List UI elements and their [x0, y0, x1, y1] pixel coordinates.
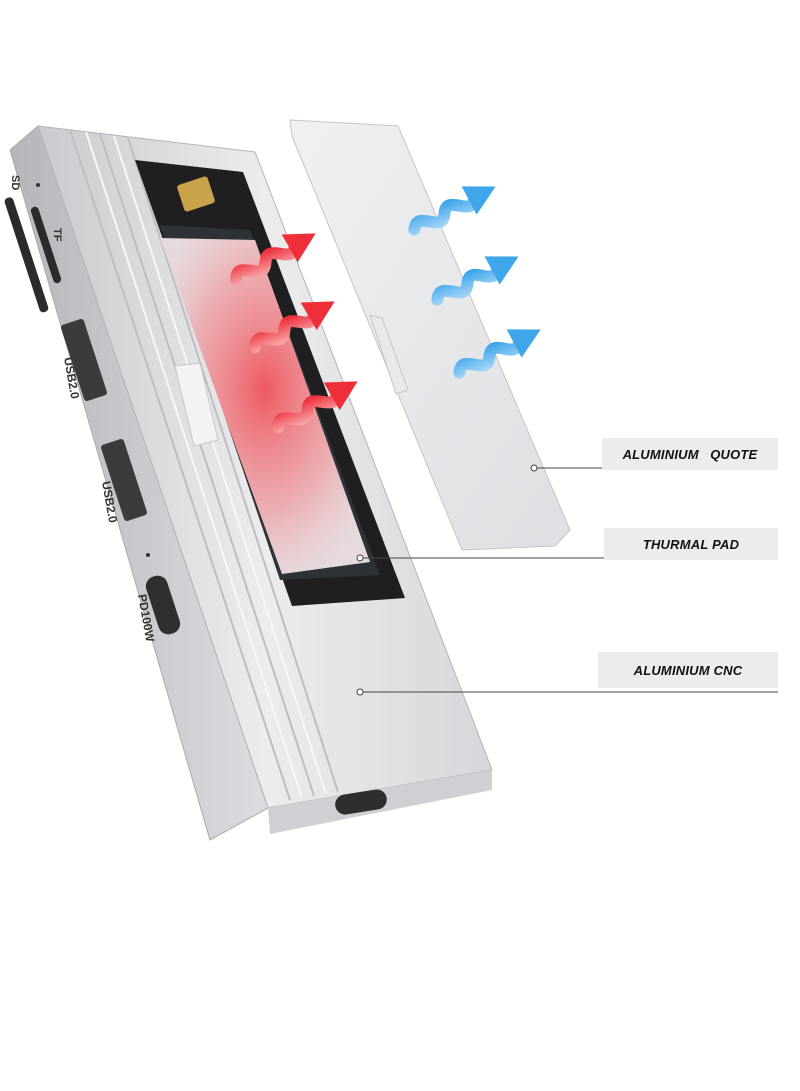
tf-slot [30, 206, 62, 284]
usb-port-top [61, 319, 107, 401]
usb-c-port [145, 575, 181, 635]
heat-arrow-icon [272, 381, 358, 434]
cooling-arrow-icon [408, 186, 496, 236]
usb-c-front-port [335, 789, 387, 815]
sd-slot [4, 197, 49, 313]
cooling-arrow-icon [431, 256, 519, 306]
heat-arrow-icon [230, 233, 316, 286]
tf-port-label: TF [51, 228, 63, 242]
callout-aluminium-quote: ALUMINIUM QUOTE [602, 438, 778, 470]
drive-bay [135, 160, 405, 606]
callout-thermal-pad: THURMAL PAD [604, 528, 778, 560]
callout-aluminium-cnc: ALUMINIUM CNC [598, 652, 778, 688]
sd-port-label: SD [9, 175, 21, 190]
enclosure-side [4, 125, 269, 841]
heat-arrow-icon [249, 301, 335, 354]
cooling-arrow-icon [453, 329, 541, 379]
usb-port-bottom [101, 439, 147, 521]
aluminium-lid [289, 119, 571, 551]
cooling-arrows [408, 186, 541, 379]
heat-arrows [230, 233, 358, 434]
